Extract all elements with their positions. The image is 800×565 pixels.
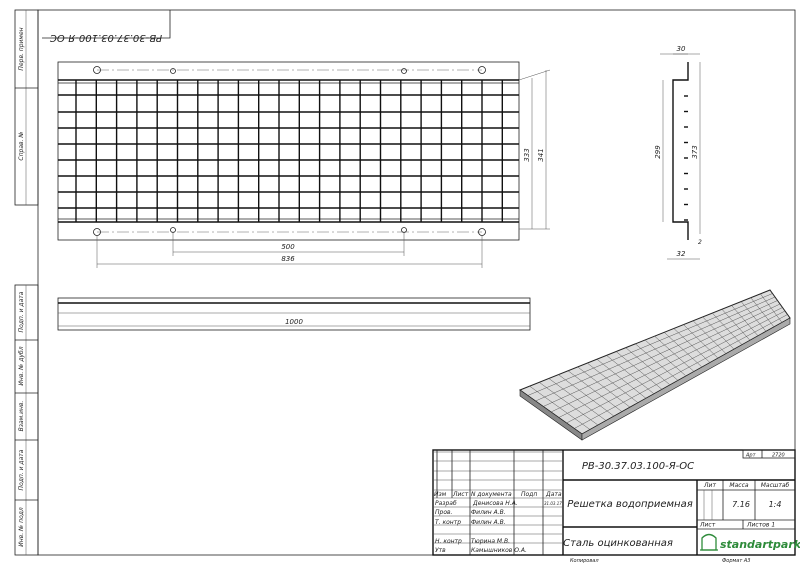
product-name: Решетка водоприемная	[567, 499, 692, 510]
header-date: Дата	[545, 491, 562, 498]
stamp-inv-podl: Инв. № подл	[18, 507, 25, 547]
art-value: 2720	[772, 453, 785, 459]
stamp-sprav: Справ. №	[18, 131, 25, 160]
iso-cross-bar	[566, 310, 786, 424]
role-utv: Утв	[435, 547, 446, 554]
iso-cross-bar	[527, 293, 773, 396]
drawing-frame	[37, 9, 796, 556]
mass-value: 7.16	[732, 500, 750, 509]
iso-cross-bar	[535, 296, 776, 402]
stamp-perv-primen: Перв. примен	[18, 27, 25, 70]
dim-333: 333	[523, 148, 531, 161]
scale-label: Масштаб	[761, 482, 790, 489]
side-view: 1000	[57, 297, 531, 331]
dim-299: 299	[654, 145, 662, 159]
scale-value: 1:4	[769, 500, 782, 509]
title-code: РВ-30.37.03.100-Я-ОС	[582, 461, 694, 472]
header-izm: Изм	[434, 491, 447, 498]
side-stamps: Перв. примен Справ. № Подп. и дата Инв. …	[14, 9, 39, 556]
mass-label: Масса	[729, 482, 748, 489]
dim-32: 32	[677, 250, 686, 258]
iso-cross-bar	[558, 307, 783, 418]
stamp-inv-dubl: Инв. № дубл	[18, 346, 25, 385]
product-material: Сталь оцинкованная	[563, 538, 673, 549]
stamp-podp-data-2: Подп. и дата	[18, 449, 25, 490]
role-prov: Пров.	[435, 509, 453, 516]
iso-cross-bar	[543, 300, 778, 407]
role-tkontr: Т. контр	[435, 519, 461, 526]
mirrored-code: РВ-30.37.03.100-Я-ОС	[50, 32, 162, 43]
name-razrab: Денисова Н.А.	[472, 500, 518, 507]
stamp-podp-data-1: Подп. и дата	[18, 291, 25, 332]
dim-373: 373	[691, 145, 699, 158]
art-label: Арт	[745, 453, 757, 459]
standartpark-logo: standartpark	[700, 533, 800, 551]
header-doc: N документа	[471, 491, 512, 498]
name-prov: Филин А.В.	[471, 509, 506, 516]
copied-label: Копировал	[570, 558, 599, 564]
dim-30: 30	[677, 45, 686, 53]
sheets-label: Листов 1	[746, 522, 775, 529]
header-list: Лист	[452, 491, 469, 498]
hole-icon	[478, 66, 486, 74]
logo-text: standartpark	[720, 538, 800, 551]
dim-500: 500	[281, 243, 295, 251]
hole-icon	[93, 66, 101, 74]
hole-icon	[478, 228, 486, 236]
hole-icon	[401, 68, 407, 74]
dim-2: 2	[698, 239, 702, 246]
mounting-holes	[93, 66, 486, 236]
iso-cross-bar	[550, 303, 781, 413]
dim-341: 341	[537, 148, 545, 161]
stamp-vzam-inv: Взам.инв.	[18, 401, 25, 432]
hole-icon	[170, 68, 176, 74]
title-block: РВ-30.37.03.100-Я-ОС Арт 2720 Изм Лист N…	[432, 449, 800, 564]
hole-icon	[93, 228, 101, 236]
role-razrab: Разраб	[435, 500, 457, 507]
top-view: 500 836 333 341	[57, 61, 551, 268]
name-utv: Камышников О.А.	[471, 547, 527, 554]
lit-label: Лит	[703, 482, 716, 489]
format-label: Формат А3	[722, 558, 750, 564]
mirrored-code-box: РВ-30.37.03.100-Я-ОС	[42, 10, 171, 43]
name-nkontr: Тюрина М.В.	[471, 538, 510, 545]
dim-1000: 1000	[285, 318, 303, 326]
logo-icon	[701, 533, 717, 551]
iso-cross-bar	[574, 314, 788, 429]
role-nkontr: Н. контр	[435, 538, 462, 545]
dim-836: 836	[281, 255, 295, 263]
isometric-view	[518, 289, 791, 441]
header-podp: Подп	[521, 491, 537, 498]
name-tkontr: Филин А.В.	[471, 519, 506, 526]
date-razrab: 31.03.17	[544, 501, 562, 506]
sheet-label: Лист	[699, 522, 716, 529]
section-view: 30 299 373 2 32	[654, 45, 702, 260]
